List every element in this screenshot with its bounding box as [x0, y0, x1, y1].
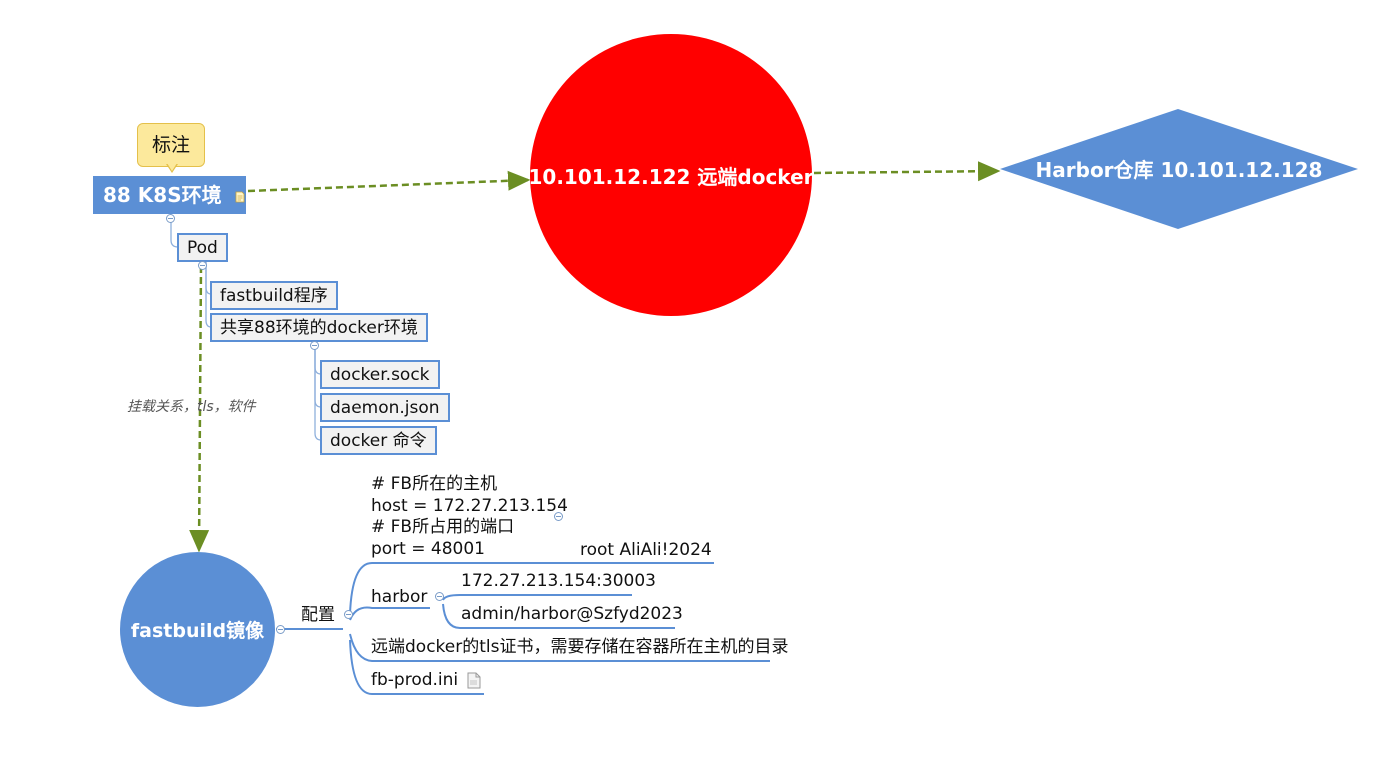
- harbor-address-topic[interactable]: 172.27.213.154:30003: [461, 571, 656, 591]
- collapse-harbor-icon[interactable]: [435, 592, 444, 601]
- fb-prod-ini-topic[interactable]: fb-prod.ini: [371, 669, 481, 691]
- docker-sock-topic[interactable]: docker.sock: [320, 360, 440, 389]
- main-topic-label: 88 K8S环境: [103, 183, 222, 207]
- harbor-topic[interactable]: harbor: [371, 587, 428, 607]
- fb-port-value: port = 48001: [371, 538, 485, 559]
- remote-docker-label: 10.101.12.122 远端docker: [528, 164, 814, 189]
- collapse-shared-env-icon[interactable]: [310, 341, 319, 350]
- harbor-account-topic[interactable]: admin/harbor@Szfyd2023: [461, 604, 683, 624]
- shared-docker-env-topic[interactable]: 共享88环境的docker环境: [210, 313, 428, 342]
- tls-cert-topic[interactable]: 远端docker的tls证书，需要存储在容器所在主机的目录: [371, 637, 789, 657]
- fb-host-note[interactable]: # FB所在的主机 host = 172.27.213.154 # FB所占用的…: [371, 474, 568, 560]
- credentials-topic[interactable]: root AliAli!2024: [580, 540, 712, 560]
- collapse-pod-icon[interactable]: [198, 261, 207, 270]
- pod-topic[interactable]: Pod: [177, 233, 228, 262]
- config-topic[interactable]: 配置: [301, 605, 335, 625]
- daemon-json-topic[interactable]: daemon.json: [320, 393, 450, 422]
- relation-label: 挂载关系，tls，软件: [127, 399, 256, 415]
- fb-host-value: host = 172.27.213.154: [371, 495, 568, 516]
- collapse-config-icon[interactable]: [344, 610, 353, 619]
- note-icon[interactable]: [235, 191, 245, 203]
- fastbuild-program-topic[interactable]: fastbuild程序: [210, 281, 338, 310]
- collapse-fb-note-icon[interactable]: [554, 512, 563, 521]
- relation-remote-to-harbor: [813, 161, 1001, 182]
- harbor-diamond-shape: [1000, 109, 1358, 229]
- fb-host-comment: # FB所在的主机: [371, 474, 498, 494]
- fastbuild-image-topic[interactable]: fastbuild镜像: [120, 552, 275, 707]
- relation-pod-to-image: [189, 265, 210, 553]
- harbor-repo-label[interactable]: Harbor仓库 10.101.12.128: [1035, 158, 1323, 182]
- callout-tail-fill: [167, 163, 177, 171]
- fb-port-comment: # FB所占用的端口: [371, 517, 515, 537]
- fb-prod-ini-label: fb-prod.ini: [371, 670, 459, 690]
- callout-label: 标注: [137, 123, 205, 167]
- relation-main-to-remote: [247, 170, 531, 193]
- docker-command-topic[interactable]: docker 命令: [320, 426, 437, 455]
- collapse-main-icon[interactable]: [166, 214, 175, 223]
- remote-docker-topic[interactable]: 10.101.12.122 远端docker: [528, 34, 814, 316]
- file-icon[interactable]: [467, 672, 481, 689]
- fastbuild-image-label: fastbuild镜像: [130, 620, 265, 642]
- main-topic-88-k8s[interactable]: 88 K8S环境: [93, 176, 246, 214]
- collapse-image-icon[interactable]: [276, 625, 285, 634]
